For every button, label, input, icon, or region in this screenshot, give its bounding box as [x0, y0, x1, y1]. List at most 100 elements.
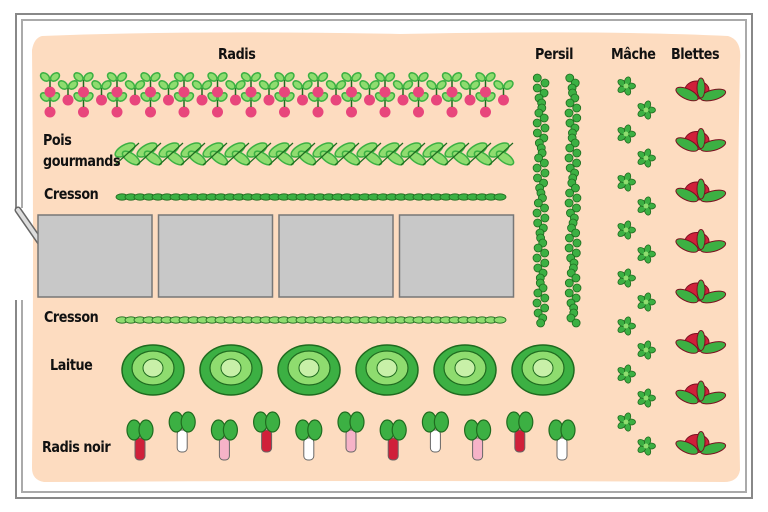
mache-plant: [637, 436, 656, 456]
pea-plant: [400, 142, 427, 166]
parsley-leaf: [564, 108, 574, 118]
radish: [341, 72, 362, 98]
radish: [225, 80, 246, 106]
chard-plant: [675, 77, 727, 102]
parsley-leaf: [564, 278, 574, 288]
radish: [124, 80, 146, 106]
parsley-leaf: [533, 218, 543, 228]
parsley-leaf: [532, 73, 542, 83]
radish: [307, 72, 329, 98]
radish: [475, 72, 496, 98]
label-persil: Persil: [535, 45, 574, 63]
radish: [39, 72, 61, 98]
parsley-leaf: [533, 173, 542, 183]
black-radish: [464, 419, 492, 461]
pea-plant: [202, 142, 229, 166]
radish: [325, 80, 347, 106]
parsley-leaf: [566, 313, 576, 323]
radish: [240, 72, 262, 98]
parsley-leaf: [572, 238, 582, 248]
radish: [140, 72, 161, 98]
chard-plant: [675, 229, 727, 253]
black-radish: [548, 419, 576, 461]
lettuce: [121, 344, 185, 396]
black-radish: [506, 411, 534, 453]
radish: [91, 80, 112, 106]
parsley-leaf: [565, 143, 575, 153]
pea-plant: [290, 142, 317, 166]
parsley-leaf: [572, 148, 582, 158]
cresson-row-bottom: [115, 316, 507, 324]
label-laitue: Laitue: [50, 356, 93, 374]
parsley-leaf: [565, 188, 575, 198]
parsley-leaf: [540, 303, 550, 313]
label-cresson-bottom: Cresson: [44, 308, 99, 326]
radish: [207, 72, 228, 98]
parsley-leaf: [565, 73, 575, 83]
parsley-leaf: [540, 123, 550, 133]
parsley-leaf: [532, 83, 542, 93]
radish: [426, 80, 447, 106]
pois-gourmands-row: [114, 142, 515, 166]
black-radish: [421, 411, 449, 453]
pea-plant: [334, 142, 361, 166]
parsley-leaf: [571, 228, 581, 238]
parsley-leaf: [533, 288, 543, 298]
lettuce: [511, 344, 575, 396]
parsley-leaf: [571, 318, 581, 328]
blettes-row: [675, 77, 727, 455]
black-radish: [337, 411, 365, 453]
parsley-leaf: [532, 128, 542, 138]
radish: [73, 72, 94, 98]
radish: [359, 80, 380, 106]
parsley-leaf: [539, 158, 549, 168]
black-radish: [210, 419, 238, 461]
parsley-leaf: [540, 248, 550, 258]
black-radish: [379, 419, 407, 461]
black-radish: [253, 411, 281, 453]
raised-bed: [157, 214, 274, 298]
parsley-leaf: [572, 203, 581, 213]
parsley-leaf: [564, 288, 574, 298]
radish: [292, 80, 313, 106]
parsley-leaf: [572, 103, 582, 113]
pea-plant: [224, 142, 251, 166]
radish: [173, 72, 195, 98]
pea-plant: [312, 142, 339, 166]
parsley-leaf: [565, 233, 574, 243]
lettuce: [433, 344, 497, 396]
radish: [258, 80, 280, 106]
chard-plant: [675, 279, 727, 304]
mache-plant: [617, 172, 636, 192]
pea-plant: [268, 142, 295, 166]
chard-plant: [675, 380, 727, 405]
mache-plant: [617, 76, 636, 96]
pea-plant: [378, 142, 405, 166]
parsley-leaf: [571, 273, 581, 283]
parsley-leaf: [539, 113, 549, 123]
black-radish: [295, 419, 323, 461]
parsley-leaf: [565, 98, 575, 108]
raised-bed: [37, 214, 153, 298]
chard-plant: [675, 330, 727, 354]
parsley-leaf: [540, 293, 550, 303]
parsley-leaf: [564, 243, 574, 253]
lettuce: [355, 344, 419, 396]
parsley-leaf: [540, 78, 550, 88]
cress-leaf: [493, 193, 507, 201]
label-mache: Mâche: [611, 45, 656, 63]
chard-plant: [675, 431, 727, 455]
parsley-leaf: [564, 153, 574, 163]
chard-plant: [675, 178, 727, 203]
label-pois-line1: Pois: [43, 131, 72, 149]
fence: [15, 13, 753, 499]
mache-plant: [637, 100, 656, 120]
raised-bed: [278, 214, 394, 298]
parsley-leaf: [540, 213, 550, 223]
cresson-row-top: [115, 193, 507, 201]
mache-plant: [617, 412, 636, 432]
mache-plant: [617, 220, 636, 240]
black-radish: [168, 411, 196, 453]
radish: [408, 72, 429, 98]
